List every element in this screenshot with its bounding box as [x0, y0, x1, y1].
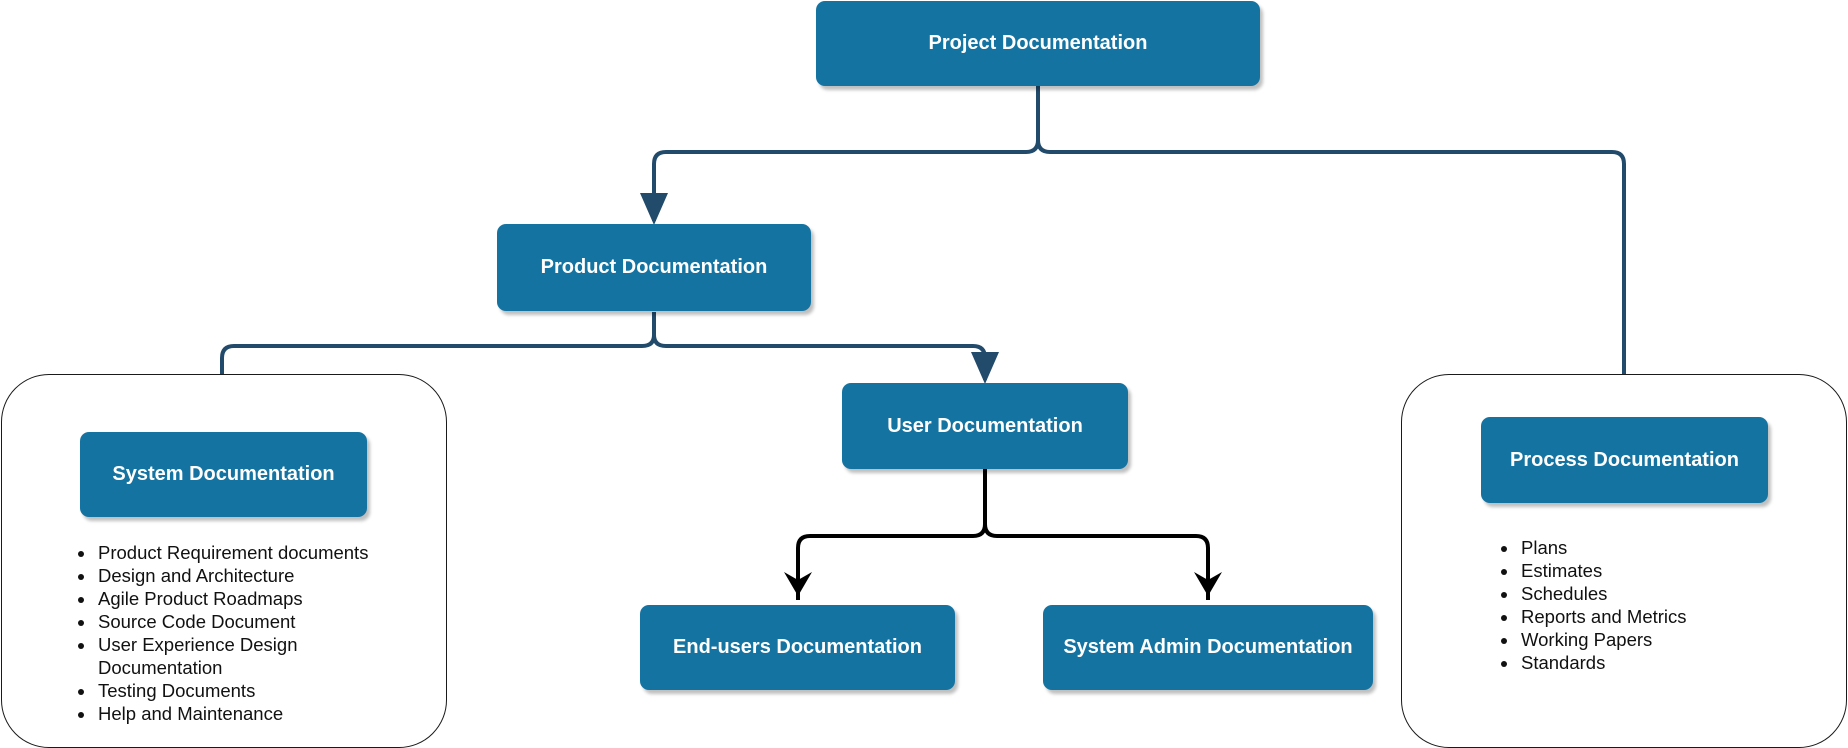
list-item: Agile Product Roadmaps [96, 587, 426, 610]
connector-user-to-end-users [784, 469, 987, 600]
user-documentation-node[interactable]: User Documentation [842, 383, 1128, 469]
connector-project-to-product [640, 86, 1040, 225]
connector-product-to-user [652, 312, 999, 384]
list-item: Plans [1519, 536, 1819, 559]
project-documentation-node[interactable]: Project Documentation [816, 1, 1260, 86]
list-item: Schedules [1519, 582, 1819, 605]
list-item: Help and Maintenance [96, 702, 426, 725]
system-documentation-list: Product Requirement documents Design and… [72, 541, 426, 725]
list-item: Testing Documents [96, 679, 426, 702]
process-documentation-list: Plans Estimates Schedules Reports and Me… [1495, 536, 1819, 674]
list-item: User Experience Design Documentation [96, 633, 426, 679]
list-item: Working Papers [1519, 628, 1819, 651]
product-documentation-node[interactable]: Product Documentation [497, 224, 811, 311]
list-item: Standards [1519, 651, 1819, 674]
list-item: Estimates [1519, 559, 1819, 582]
list-item: Source Code Document [96, 610, 426, 633]
connector-user-to-system-admin [983, 469, 1222, 600]
end-users-documentation-node[interactable]: End-users Documentation [640, 605, 955, 690]
system-admin-documentation-node[interactable]: System Admin Documentation [1043, 605, 1373, 690]
list-item: Product Requirement documents [96, 541, 426, 564]
process-documentation-node[interactable]: Process Documentation [1481, 417, 1768, 503]
connector-project-to-process [1036, 86, 1638, 418]
system-documentation-node[interactable]: System Documentation [80, 432, 367, 517]
list-item: Design and Architecture [96, 564, 426, 587]
list-item: Reports and Metrics [1519, 605, 1819, 628]
